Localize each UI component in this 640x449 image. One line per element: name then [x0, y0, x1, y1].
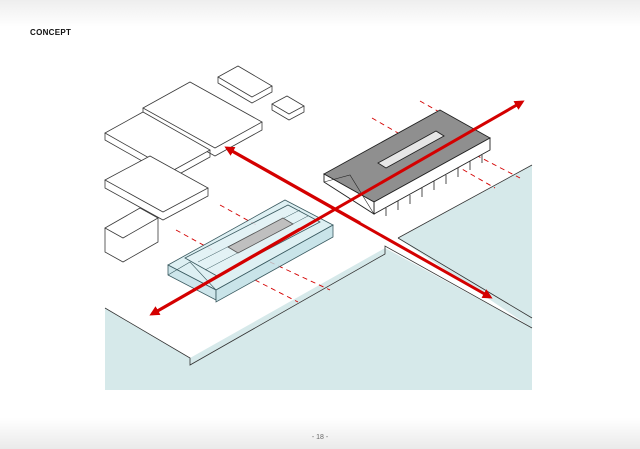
new-building-translucent: [167, 199, 334, 303]
water-areas: [104, 164, 533, 390]
quay-edge-left: [104, 245, 533, 366]
context-buildings: [104, 65, 305, 263]
facade-mullions: [385, 155, 483, 216]
existing-building: [323, 109, 491, 216]
arrow-axis-long-tail: [149, 227, 301, 316]
page-number: - 18 -: [311, 434, 329, 441]
context-block-small-1: [217, 65, 273, 98]
arrow-axis-cross-tail: [224, 146, 361, 225]
context-block-large-3: [104, 155, 209, 213]
quay-edge-right-top: [397, 237, 533, 319]
context-block-small-2: [271, 95, 305, 115]
movement-arrows: [149, 100, 525, 316]
water-area-right: [398, 165, 532, 328]
roof-skylight: [377, 130, 445, 169]
water-area-left: [105, 248, 532, 390]
slide-title: CONCEPT: [30, 28, 72, 37]
quay-edge-right: [397, 164, 533, 239]
skylight: [227, 217, 294, 254]
